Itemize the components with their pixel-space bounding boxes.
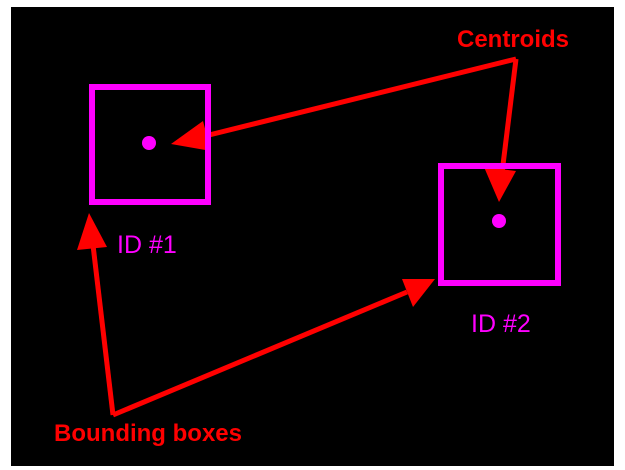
diagram-canvas: ID #1 ID #2 Centroids Bounding boxes [11,7,614,466]
centroid-arrow-2 [484,58,519,202]
bounding-boxes-callout: Bounding boxes [54,420,242,447]
annotation-arrows [77,56,519,418]
bounding-box-arrow-2 [112,279,435,418]
object-id-label-2: ID #2 [471,310,531,338]
centroid-dot-2 [492,214,506,228]
centroid-dot-1 [142,136,156,150]
object-id-label-1: ID #1 [117,231,177,259]
bounding-box-arrow-1 [77,213,116,416]
bounding-box-2 [438,163,561,286]
centroids-callout: Centroids [457,26,570,53]
bounding-box-1 [89,84,211,205]
centroid-arrow-1 [171,56,517,151]
